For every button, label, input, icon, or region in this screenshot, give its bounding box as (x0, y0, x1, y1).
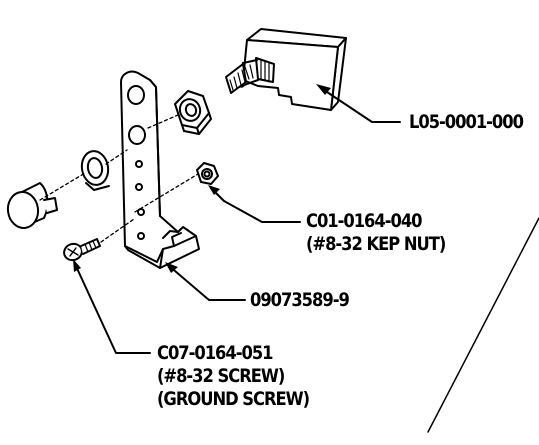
screw-description: (#8-32 SCREW) (157, 365, 285, 387)
assembly-centerlines (39, 114, 199, 243)
sensor-block (234, 28, 347, 111)
nut-part-number: C01-0164-040 (306, 210, 423, 232)
nut-callout: C01-0164-040 (#8-32 KEP NUT) (306, 210, 446, 256)
hex-nut-large (174, 90, 212, 135)
leader-arrowheads (73, 84, 331, 273)
sensor-callout: L05-0001-000 (409, 111, 524, 134)
l-bracket (120, 70, 200, 269)
screw-part-number: C07-0164-051 (157, 342, 274, 364)
bracket-callout: 09073589-9 (250, 289, 350, 312)
kep-nut-small (196, 162, 219, 185)
knob (6, 182, 58, 229)
sensor-part-number: L05-0001-000 (409, 111, 524, 133)
washer-bushing (80, 150, 110, 191)
bracket-part-number: 09073589-9 (250, 289, 350, 311)
sensor-threaded-stud (225, 57, 275, 94)
screw-callout: C07-0164-051 (#8-32 SCREW) (GROUND SCREW… (157, 342, 310, 411)
nut-description: (#8-32 KEP NUT) (306, 233, 446, 255)
section-break-line (427, 217, 539, 433)
leader-lines (74, 87, 401, 354)
screw-note: (GROUND SCREW) (157, 388, 310, 410)
ground-screw (63, 238, 101, 262)
